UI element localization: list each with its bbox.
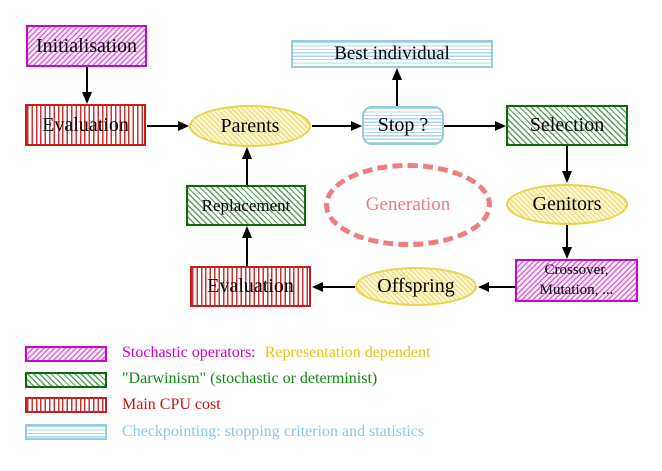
legend-swatch-checkpointing xyxy=(25,424,107,440)
arrow-evaluation-parents-head xyxy=(178,121,189,131)
arrow-init-evaluation-head xyxy=(82,92,92,104)
arrow-offspring-evaluation-line xyxy=(323,286,355,288)
node-crossover-mutation: Crossover, Mutation, ... xyxy=(515,259,638,302)
legend-text-representation-dependent: Representation dependent xyxy=(264,344,431,361)
arrow-stop-best-line xyxy=(396,80,398,106)
legend-label-checkpointing: Checkpointing: stopping criterion and st… xyxy=(122,423,425,440)
node-evaluation-bottom: Evaluation xyxy=(190,266,311,307)
arrow-evaluation-parents-line xyxy=(147,125,179,127)
arrow-genitors-crossover-head xyxy=(562,247,572,259)
legend-label-stochastic: Stochastic operators: Representation depe… xyxy=(122,344,430,362)
arrow-selection-genitors-line xyxy=(566,146,568,172)
node-offspring: Offspring xyxy=(355,267,477,306)
arrow-crossover-offspring-head xyxy=(478,282,489,292)
arrow-init-evaluation-line xyxy=(86,67,88,93)
legend-swatch-cpu-cost xyxy=(25,397,107,413)
node-initialisation: Initialisation xyxy=(26,25,147,67)
arrow-replacement-parents-line xyxy=(246,159,248,185)
generation-loop-ellipse: Generation xyxy=(324,163,492,247)
legend-text-stochastic-operators: Stochastic operators: xyxy=(122,344,256,361)
legend-swatch-darwinism xyxy=(25,372,107,388)
node-replacement: Replacement xyxy=(186,185,306,226)
legend-swatch-stochastic xyxy=(25,346,107,362)
node-evaluation-top: Evaluation xyxy=(25,104,146,146)
arrow-offspring-evaluation-head xyxy=(312,282,323,292)
arrow-stop-selection-line xyxy=(444,125,496,127)
node-genitors: Genitors xyxy=(506,184,628,225)
arrow-stop-best-head xyxy=(392,68,402,80)
legend-label-cpu-cost: Main CPU cost xyxy=(122,396,221,413)
arrow-evaluation-replacement-head xyxy=(242,226,252,238)
crossover-line1: Crossover, xyxy=(544,262,609,278)
arrow-crossover-offspring-line xyxy=(489,286,515,288)
arrow-genitors-crossover-line xyxy=(566,225,568,248)
arrow-evaluation-replacement-line xyxy=(246,238,248,266)
arrow-parents-stop-line xyxy=(312,125,352,127)
node-parents: Parents xyxy=(189,105,311,147)
crossover-line2: Mutation, ... xyxy=(539,281,614,298)
node-stop: Stop ? xyxy=(362,106,444,145)
node-selection: Selection xyxy=(506,105,628,146)
arrow-parents-stop-head xyxy=(351,121,362,131)
node-best-individual: Best individual xyxy=(291,40,493,68)
arrow-replacement-parents-head xyxy=(242,147,252,159)
arrow-selection-genitors-head xyxy=(562,171,572,183)
arrow-stop-selection-head xyxy=(495,121,506,131)
legend-label-darwinism: "Darwinism" (stochastic or determinist) xyxy=(122,370,378,387)
